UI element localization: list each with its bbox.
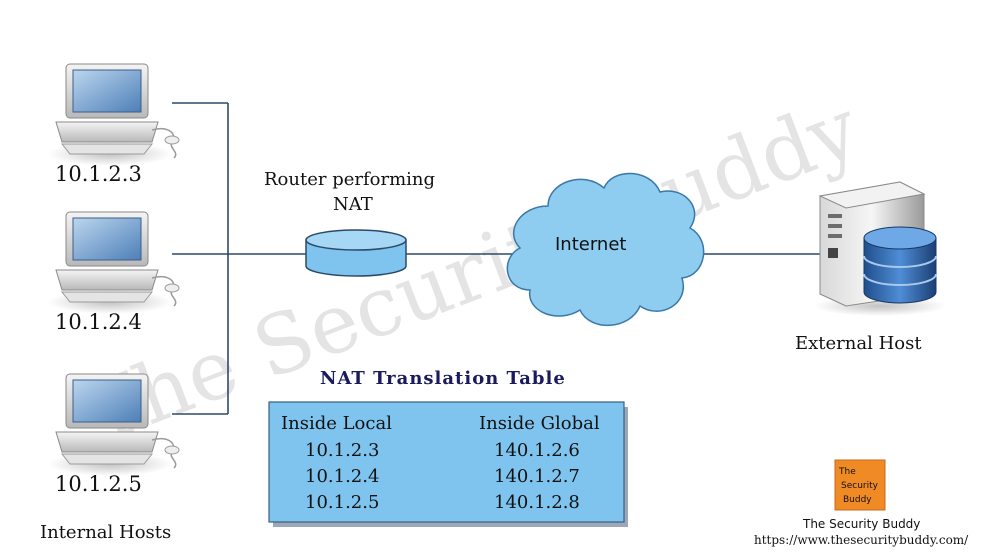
logo-line-2: Security	[841, 481, 879, 491]
table-cell: 10.1.2.4	[305, 466, 380, 487]
table-cell: 10.1.2.5	[305, 492, 380, 513]
table-header-inside-local: Inside Local	[281, 413, 392, 434]
internet-cloud-icon	[506, 172, 705, 326]
internal-hosts-label: Internal Hosts	[40, 522, 172, 543]
nat-table-box	[268, 401, 625, 523]
external-host-label: External Host	[795, 333, 922, 354]
logo-line-1: The	[838, 467, 856, 477]
host-computer-icon	[48, 373, 180, 476]
footer-name: The Security Buddy	[803, 517, 921, 531]
router-label-line2: NAT	[333, 194, 373, 215]
table-header-inside-global: Inside Global	[479, 413, 600, 434]
table-cell: 140.1.2.7	[494, 466, 580, 487]
database-icon	[863, 226, 937, 304]
host-computer-icon	[48, 63, 180, 166]
host-computer-icon	[48, 211, 180, 314]
host-ip-label: 10.1.2.5	[55, 472, 142, 496]
security-buddy-logo: The Security Buddy	[834, 459, 886, 511]
router-icon	[305, 229, 407, 277]
table-cell: 140.1.2.6	[494, 440, 580, 461]
table-cell: 140.1.2.8	[494, 492, 580, 513]
table-cell: 10.1.2.3	[305, 440, 380, 461]
host-ip-label: 10.1.2.3	[55, 162, 142, 186]
router-label-line1: Router performing	[264, 169, 436, 190]
internet-label: Internet	[555, 234, 627, 255]
logo-line-3: Buddy	[843, 495, 872, 505]
footer-url: https://www.thesecuritybuddy.com/	[754, 533, 969, 547]
connection-lines	[172, 102, 822, 415]
host-ip-label: 10.1.2.4	[55, 310, 142, 334]
nat-table-title: NAT Translation Table	[320, 368, 566, 389]
